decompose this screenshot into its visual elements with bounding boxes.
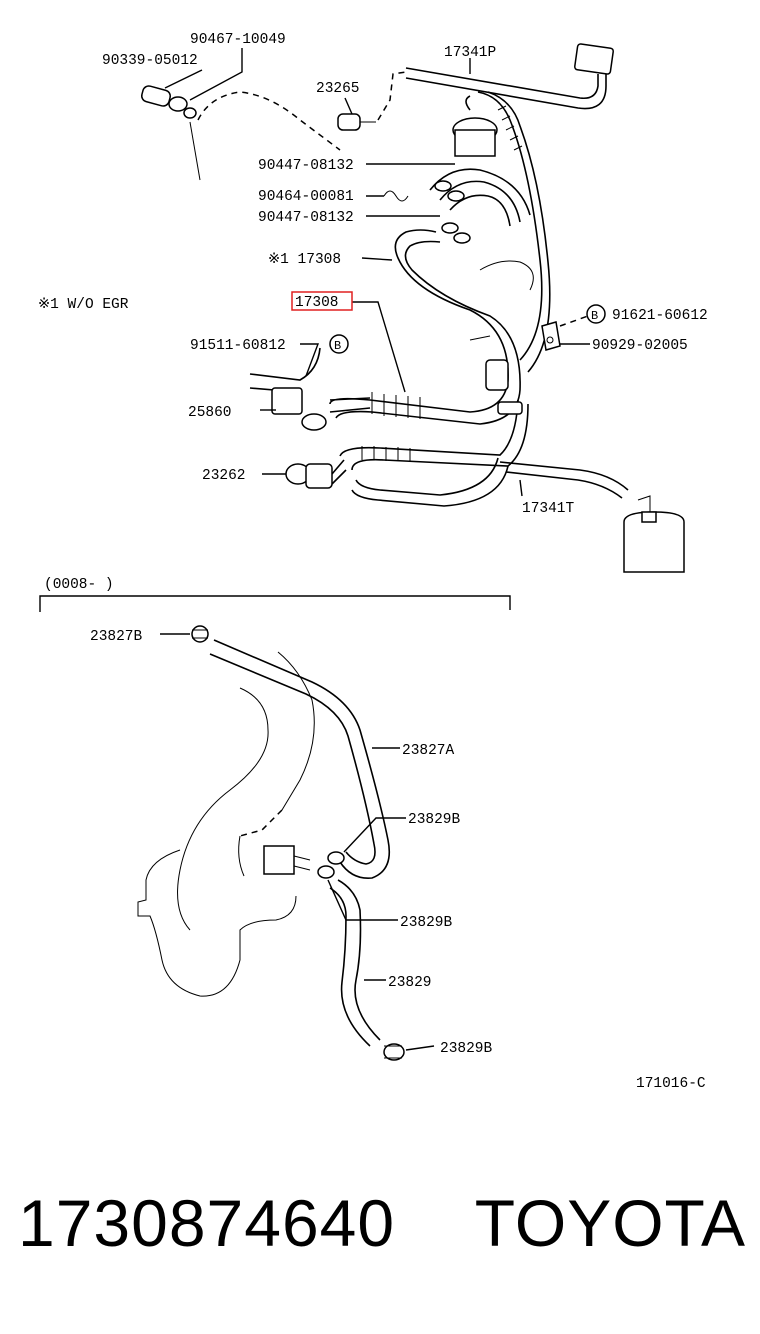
bracket-right (541, 321, 561, 351)
footer: 1730874640 TOYOTA (0, 1185, 760, 1295)
label-23265: 23265 (316, 81, 360, 97)
label-23829B-b: 23829B (400, 915, 453, 931)
label-note-wo-egr: ※1 W/O EGR (38, 297, 129, 313)
label-range: (0008- ) (44, 577, 114, 593)
sensor-23262 (285, 459, 347, 489)
label-90467-10049: 90467-10049 (190, 32, 286, 48)
label-90447-08132-b: 90447-08132 (258, 210, 354, 226)
fitting-90339 (141, 85, 197, 119)
callout-b-right: B (586, 304, 606, 324)
canister (623, 495, 685, 573)
label-17341P: 17341P (444, 45, 496, 61)
label-91511-60812: 91511-60812 (190, 338, 286, 354)
label-23829B-a: 23829B (408, 812, 461, 828)
label-ref-171016: 171016-C (636, 1076, 706, 1092)
label-23829B-c: 23829B (440, 1041, 493, 1057)
range-bracket (39, 595, 511, 612)
callout-b-left: B (329, 334, 349, 354)
label-23829: 23829 (388, 975, 432, 991)
label-91621-60612: 91621-60612 (612, 308, 708, 324)
solenoid-25860 (249, 347, 371, 431)
label-25860: 25860 (188, 405, 232, 421)
label-17308-note: ※1 17308 (268, 252, 341, 268)
svg-text:B: B (334, 339, 341, 353)
svg-text:B: B (591, 309, 598, 323)
label-90464-00081: 90464-00081 (258, 189, 354, 205)
valve-23265 (337, 113, 376, 131)
label-23262: 23262 (202, 468, 246, 484)
label-90447-08132-a: 90447-08132 (258, 158, 354, 174)
hose-23829 (317, 851, 405, 1061)
engine-outline (137, 651, 315, 997)
label-90339-05012: 90339-05012 (102, 53, 198, 69)
label-17308-highlighted[interactable]: 17308 (295, 295, 339, 311)
label-17341T: 17341T (522, 501, 575, 517)
highlight-box-17308 (291, 291, 353, 311)
label-23827A: 23827A (402, 743, 455, 759)
brand-name: TOYOTA (474, 1186, 746, 1260)
hose-23827A (191, 625, 391, 879)
vacuum-assembly (329, 91, 629, 507)
label-23827B: 23827B (90, 629, 143, 645)
part-number: 1730874640 (18, 1186, 396, 1260)
label-90929-02005: 90929-02005 (592, 338, 688, 354)
